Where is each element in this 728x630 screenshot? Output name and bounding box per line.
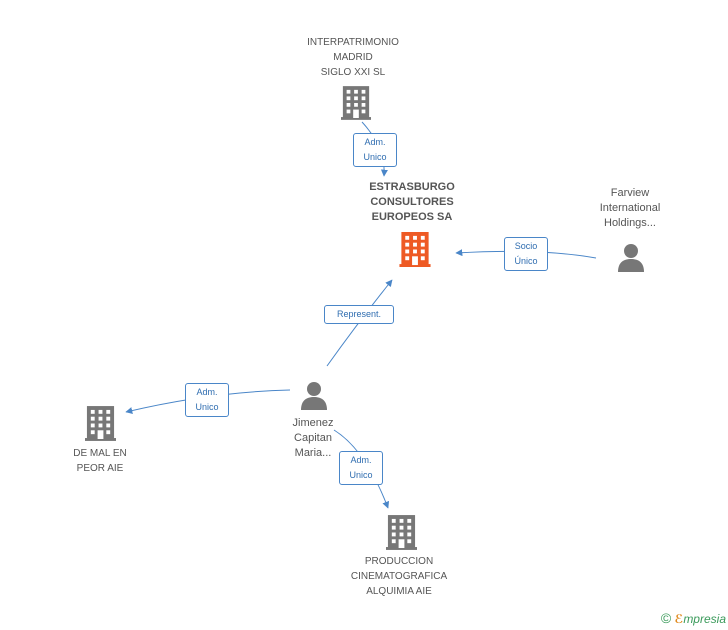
node-label-farview[interactable]: Farview International Holdings...	[599, 187, 661, 229]
edge-label-adm-unico: Adm. Unico	[353, 133, 397, 167]
edge-label-adm-unico: Adm. Unico	[185, 383, 229, 417]
node-label-estrasburgo[interactable]: ESTRASBURGO CONSULTORES EUROPEOS SA	[369, 181, 455, 223]
node-label-jimenez[interactable]: Jimenez Capitan Maria...	[292, 417, 334, 459]
edge-label-socio-unico: Socio Único	[504, 237, 548, 271]
node-label-demal[interactable]: DE MAL EN PEOR AIE	[73, 448, 127, 474]
copyright-symbol: ©	[660, 610, 672, 626]
person-icon[interactable]	[301, 382, 327, 410]
building-icon[interactable]	[85, 406, 116, 441]
empresia-logo[interactable]: © ℰmpresia	[661, 610, 726, 626]
node-label-produccion[interactable]: PRODUCCION CINEMATOGRAFICA ALQUIMIA AIE	[350, 556, 448, 597]
brand-initial: ℰ	[674, 612, 684, 626]
building-icon[interactable]	[341, 86, 371, 120]
edge-label-adm-unico: Adm. Unico	[339, 451, 383, 485]
brand-name: mpresia	[683, 612, 726, 626]
person-icon[interactable]	[618, 244, 644, 272]
building-icon[interactable]	[386, 515, 417, 550]
building-icon[interactable]	[399, 232, 431, 267]
node-label-interpatrimonio[interactable]: INTERPATRIMONIO MADRID SIGLO XXI SL	[307, 37, 399, 78]
edge-label-represent: Represent.	[324, 305, 394, 324]
